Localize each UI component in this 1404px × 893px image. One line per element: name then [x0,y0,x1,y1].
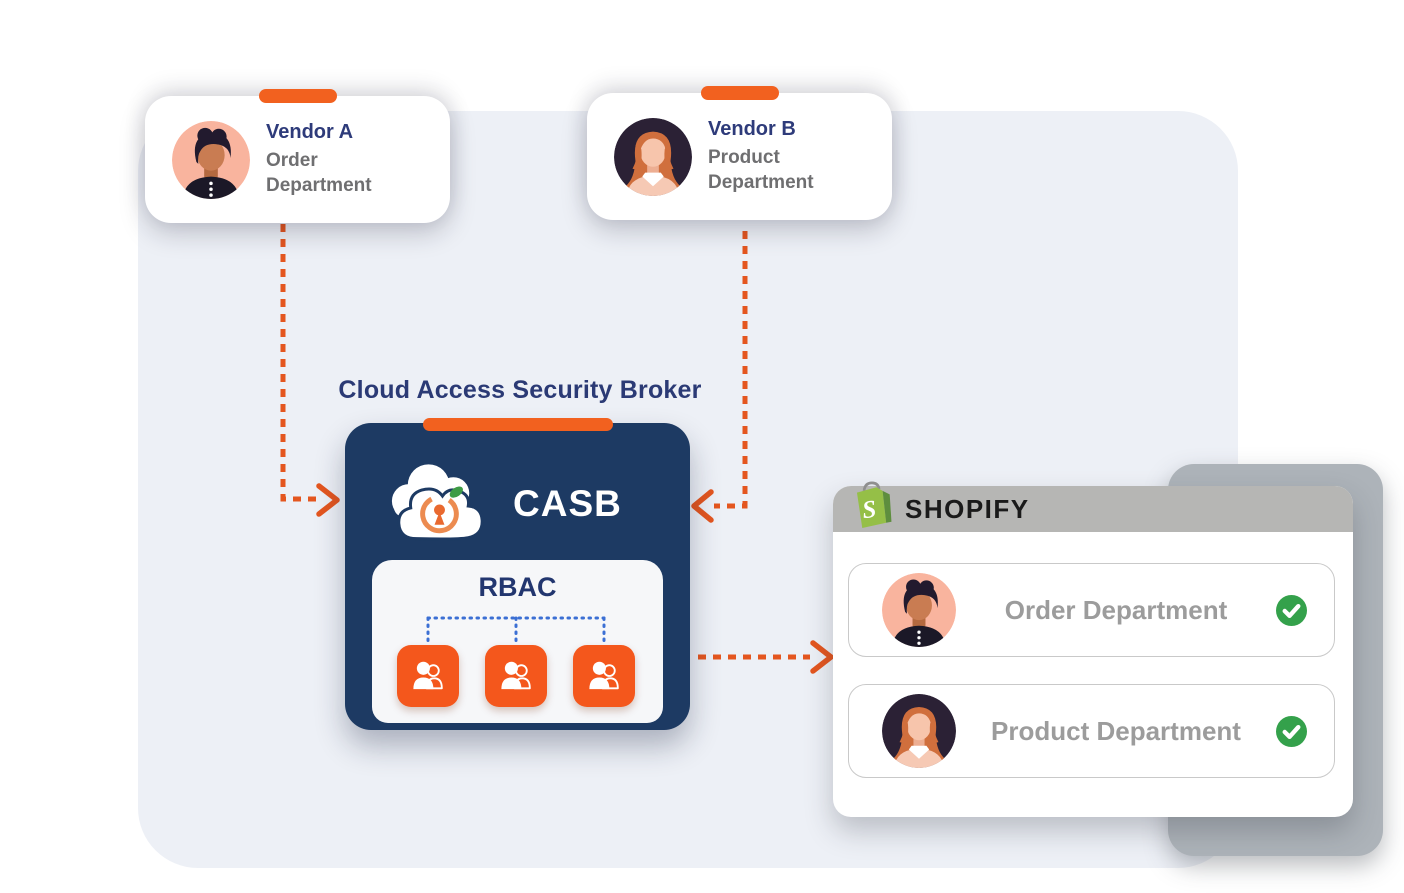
rbac-role-tile [397,645,459,707]
woman-avatar [614,118,692,196]
vendor-subtitle-line: Department [708,172,814,193]
rbac-role-tile [573,645,635,707]
vendor-b-card: Vendor B Product Department [587,86,892,220]
woman-avatar [882,694,956,768]
casb-box-label: CASB [513,483,622,524]
rbac-panel: RBAC [372,560,663,723]
check-icon [1276,716,1307,747]
department-label: Order Department [1004,594,1228,625]
department-label: Product Department [991,715,1241,746]
shopify-app-name: SHOPIFY [905,493,1030,524]
users-icon [412,660,443,690]
vendor-subtitle-line: Department [266,175,372,196]
shopify-bag-icon: S [856,481,892,528]
rbac-connector-lines [426,616,606,648]
department-row: Order Department [848,563,1335,657]
vendor-subtitle-line: Order [266,150,318,171]
vendor-a-card: Vendor A Order Department [145,89,450,223]
casb-box: CASB RBAC [345,418,690,730]
users-icon [588,660,619,690]
card-accent-tab [700,86,779,100]
man-avatar [172,121,250,199]
card-accent-tab [422,418,613,431]
shopify-header: S SHOPIFY [833,481,1353,532]
casb-heading: Cloud Access Security Broker [338,376,702,404]
svg-text:S: S [861,496,878,524]
cloud-lock-icon [391,464,484,541]
shopify-card: S SHOPIFY Order Department Product Depar… [833,481,1353,817]
department-row: Product Department [848,684,1335,778]
vendor-title: Vendor A [266,121,354,143]
rbac-role-tile [485,645,547,707]
vendor-title: Vendor B [708,118,796,140]
man-avatar [882,573,956,647]
check-icon [1276,595,1307,626]
rbac-title: RBAC [478,572,557,602]
vendor-subtitle-line: Product [708,147,780,168]
users-icon [500,660,531,690]
card-accent-tab [258,89,337,103]
